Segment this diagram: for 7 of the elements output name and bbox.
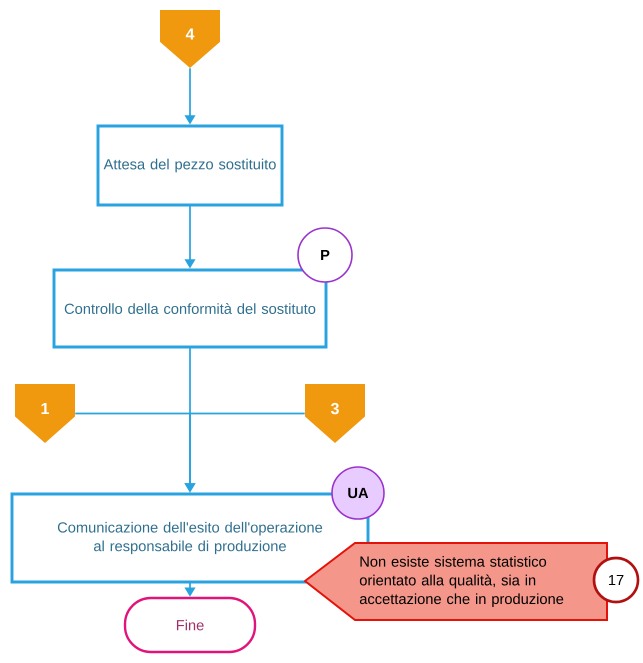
off-page-connector: 3 [305, 384, 365, 443]
off-page-connector: 4 [160, 10, 220, 68]
process-box: Controllo della conformità del sostituto [52, 268, 328, 348]
process-box: Attesa del pezzo sostituito [96, 124, 284, 206]
terminator: Fine [124, 596, 256, 654]
off-page-connector: 1 [15, 384, 75, 443]
node-label: 17 [608, 574, 624, 586]
